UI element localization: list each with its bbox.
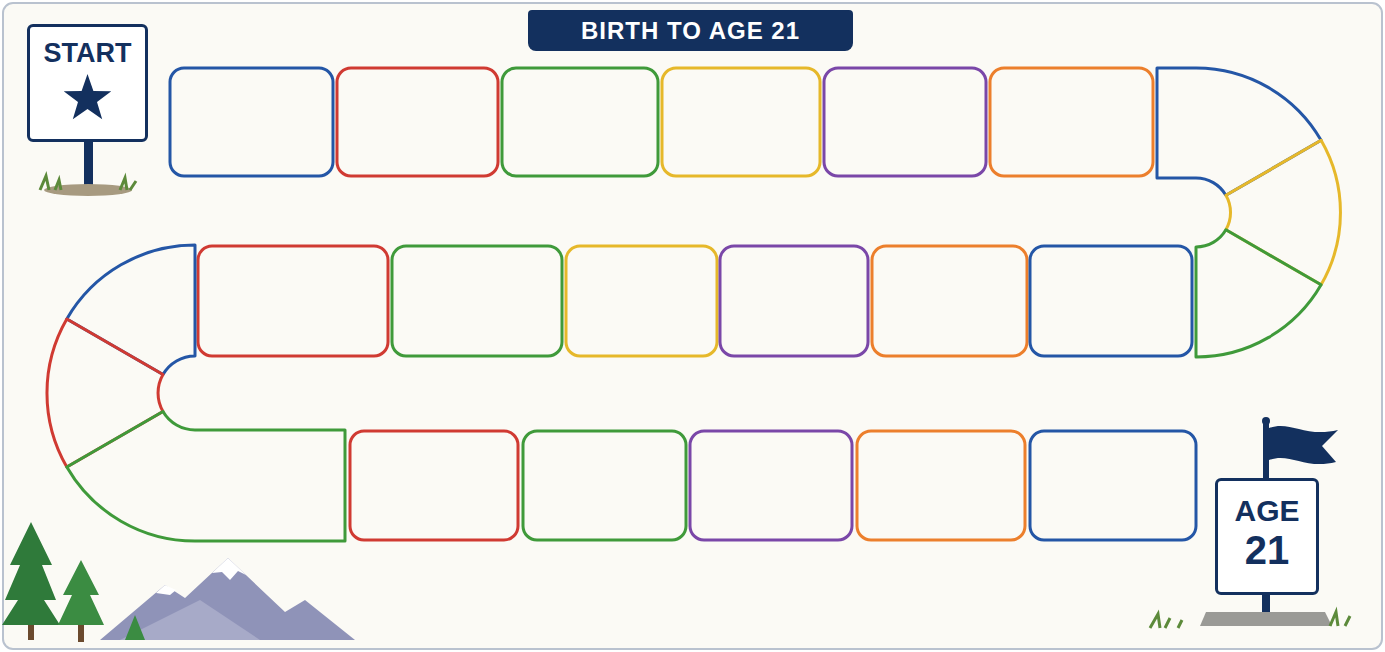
finish-flag bbox=[1150, 417, 1350, 628]
path-cell bbox=[720, 246, 868, 356]
path-cell bbox=[690, 431, 852, 540]
path-cell bbox=[824, 68, 986, 176]
path-cell bbox=[392, 246, 562, 356]
sign-label: 21 bbox=[1245, 529, 1290, 571]
path-cell bbox=[337, 68, 498, 176]
path-curve-cell bbox=[1196, 230, 1321, 357]
path-cell bbox=[502, 68, 658, 176]
path-curve-cell bbox=[67, 412, 345, 542]
path-curve-cell bbox=[1157, 68, 1321, 195]
path-cell bbox=[170, 68, 333, 176]
mountains bbox=[100, 558, 355, 640]
start-sign: START bbox=[27, 24, 148, 142]
sign-label: START bbox=[44, 39, 132, 67]
path-cell bbox=[1030, 246, 1192, 356]
sign-label: AGE bbox=[1234, 495, 1299, 527]
path-curves bbox=[47, 68, 1340, 541]
start-post bbox=[40, 140, 136, 196]
title-banner: BIRTH TO AGE 21 bbox=[528, 10, 853, 51]
board-ground bbox=[3, 3, 1382, 649]
path-row-2 bbox=[198, 246, 1192, 356]
path-cell bbox=[662, 68, 820, 176]
path-cell bbox=[566, 246, 717, 356]
path-cell bbox=[1030, 431, 1196, 540]
path-cell bbox=[198, 246, 388, 356]
finish-sign: AGE21 bbox=[1215, 478, 1319, 595]
path-cell bbox=[872, 246, 1027, 356]
path-row-3 bbox=[350, 431, 1196, 540]
trees bbox=[2, 522, 145, 642]
path-cell bbox=[857, 431, 1025, 540]
title-text: BIRTH TO AGE 21 bbox=[581, 17, 800, 45]
path-row-1 bbox=[170, 68, 1153, 176]
path-cell bbox=[990, 68, 1153, 176]
path-cell bbox=[350, 431, 518, 540]
star-shape bbox=[64, 74, 112, 119]
path-cell bbox=[523, 431, 686, 540]
